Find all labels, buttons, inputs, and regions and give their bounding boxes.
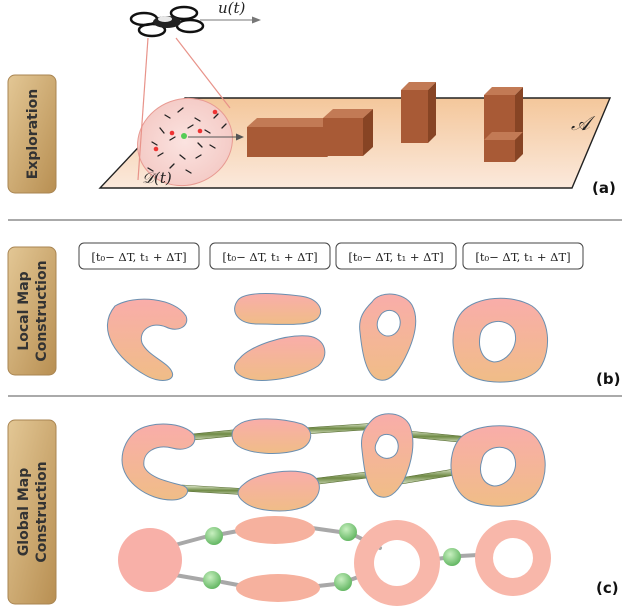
- global-side-label-line2: Construction: [34, 461, 50, 562]
- sensor-cone-right: [175, 37, 231, 109]
- global-map-ring-small: [361, 413, 414, 498]
- global-side-label-line1: Global Map: [16, 468, 32, 556]
- interval-box-4: [t₀− ΔT, t₁ + ΔT]: [462, 242, 584, 270]
- graph-nodes: [203, 523, 461, 591]
- graph-node: [443, 548, 461, 566]
- graph-node: [205, 527, 223, 545]
- target-markers: [153, 109, 218, 152]
- local-side-label-line1: Local Map: [16, 271, 32, 350]
- global-map-top-bar: [231, 418, 312, 454]
- graph-region-disk: [118, 528, 182, 592]
- local-map-c-shape: [107, 298, 188, 381]
- graph-region-ring-right: [475, 520, 551, 596]
- panel-global-map: Global Map Construction: [7, 413, 619, 606]
- local-side-label-line2: Construction: [34, 260, 50, 361]
- graph-node: [334, 573, 352, 591]
- global-side-label-box: Global Map Construction: [7, 419, 57, 605]
- graph-region-ring-left: [354, 520, 440, 606]
- panel-tag-c: (c): [596, 579, 619, 597]
- sensor-label: 𝒟(t): [142, 169, 172, 187]
- control-arrow: [200, 16, 261, 24]
- local-map-bottom-bar: [234, 335, 326, 381]
- building-l-shape: [484, 87, 523, 162]
- global-map-connectors: [180, 422, 471, 497]
- panel-tag-a: (a): [592, 179, 616, 197]
- panel-exploration: Exploration: [7, 0, 616, 197]
- control-label: u(t): [218, 0, 246, 17]
- local-map-ring-large: [452, 297, 549, 383]
- graph-node: [339, 523, 357, 541]
- graph-region-top-ellipse: [235, 516, 315, 544]
- local-map-ring-small: [359, 293, 417, 381]
- local-map-top-bar: [234, 292, 322, 325]
- local-side-label-box: Local Map Construction: [7, 246, 57, 376]
- sensor-cone-left: [137, 37, 149, 181]
- interval-box-3: [t₀− ΔT, t₁ + ΔT]: [335, 242, 457, 270]
- person-icon: [147, 107, 227, 174]
- interval-text-3: [t₀− ΔT, t₁ + ΔT]: [348, 250, 443, 264]
- interval-text-1: [t₀− ΔT, t₁ + ΔT]: [91, 250, 186, 264]
- graph-region-bottom-ellipse: [236, 574, 320, 602]
- interval-box-1: [t₀− ΔT, t₁ + ΔT]: [78, 242, 200, 270]
- panel-tag-b: (b): [596, 370, 620, 388]
- footprint-arrow: [188, 133, 244, 141]
- interval-text-4: [t₀− ΔT, t₁ + ΔT]: [475, 250, 570, 264]
- global-map-c-shape: [121, 423, 196, 501]
- global-map-ring-large: [450, 425, 546, 507]
- graph-node: [203, 571, 221, 589]
- exploration-side-label: Exploration: [25, 89, 41, 179]
- interval-box-2: [t₀− ΔT, t₁ + ΔT]: [209, 242, 331, 270]
- drone-icon: [129, 5, 205, 38]
- global-map-bottom-bar: [237, 470, 320, 512]
- building-tall-block: [323, 109, 373, 156]
- interval-text-2: [t₀− ΔT, t₁ + ΔT]: [222, 250, 317, 264]
- panel-local-map: Local Map Construction [t₀− ΔT, t₁ + ΔT]…: [7, 242, 620, 388]
- building-tower: [401, 82, 436, 143]
- exploration-side-label-box: Exploration: [7, 74, 57, 194]
